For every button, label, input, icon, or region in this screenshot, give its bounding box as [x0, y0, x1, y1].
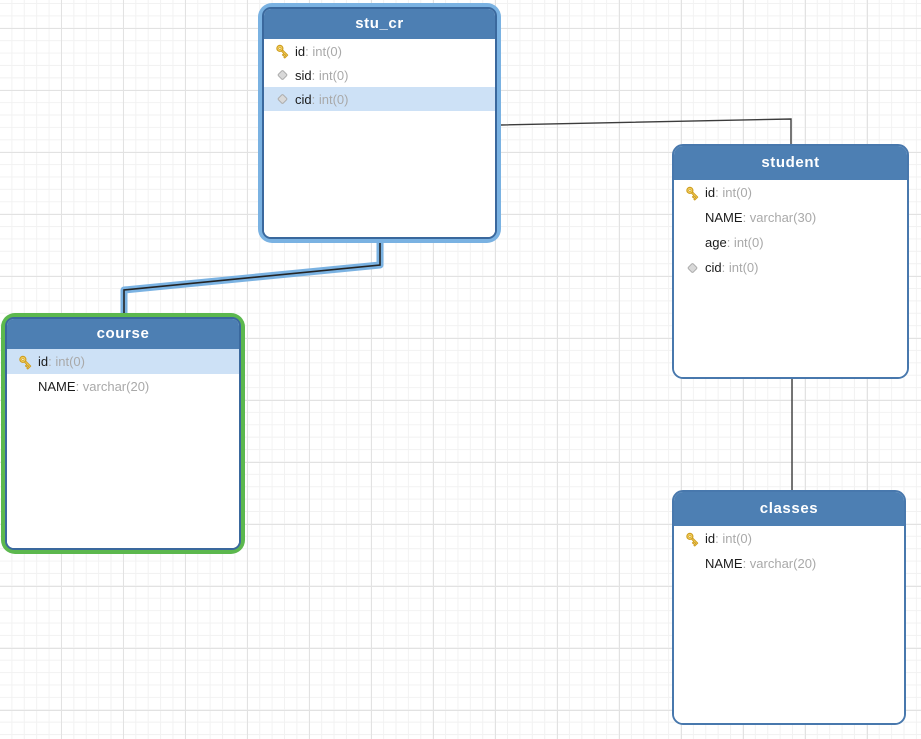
primary-key-icon	[272, 43, 292, 59]
table-title: stu_cr	[355, 15, 404, 32]
primary-key-icon-glyph	[685, 186, 698, 201]
column-name: NAME	[38, 379, 76, 394]
column-name: cid	[295, 91, 312, 107]
icon-spacer	[682, 210, 702, 226]
column-row[interactable]: id : int(0)	[7, 349, 239, 374]
table-stu_cr-header[interactable]: stu_cr	[264, 9, 495, 39]
column-row[interactable]: NAME : varchar(20)	[674, 551, 904, 576]
relationship-stu_cr-student[interactable]	[500, 118, 792, 146]
table-course-header[interactable]: course	[7, 319, 239, 349]
index-diamond-icon	[272, 91, 292, 107]
column-name: id	[705, 531, 716, 546]
table-classes-columns: id : int(0) NAME : varchar(20)	[674, 526, 904, 723]
index-diamond-icon	[682, 260, 702, 276]
index-diamond-icon-glyph	[277, 94, 287, 104]
column-type: : int(0)	[715, 531, 752, 546]
column-row[interactable]: age : int(0)	[674, 230, 907, 255]
primary-key-icon	[682, 185, 702, 201]
column-type: : int(0)	[726, 235, 764, 250]
table-student-header[interactable]: student	[674, 146, 907, 180]
column-type: : varchar(20)	[742, 556, 817, 571]
column-row[interactable]: id : int(0)	[674, 526, 904, 551]
table-student[interactable]: student id : int(0) NAME : varchar(30) a…	[672, 144, 909, 379]
table-classes[interactable]: classes id : int(0) NAME : varchar(20)	[672, 490, 906, 725]
primary-key-icon-glyph	[18, 355, 31, 370]
table-course-columns: id : int(0) NAME : varchar(20)	[7, 349, 239, 548]
index-diamond-icon	[272, 67, 292, 83]
column-name: sid	[295, 67, 312, 83]
column-name: id	[295, 43, 306, 59]
table-title: student	[761, 154, 820, 171]
primary-key-icon	[682, 531, 702, 547]
index-diamond-icon-glyph	[277, 70, 287, 80]
table-stu_cr-columns: id : int(0) sid : int(0) cid : int(0)	[264, 39, 495, 237]
table-classes-frame: classes id : int(0) NAME : varchar(20)	[672, 490, 906, 725]
column-type: : int(0)	[48, 354, 85, 369]
primary-key-icon-glyph	[685, 532, 698, 547]
column-row[interactable]: sid : int(0)	[264, 63, 495, 87]
column-name: cid	[705, 260, 722, 275]
relationship-stu_cr-course-selection-halo	[120, 241, 384, 316]
column-row[interactable]: id : int(0)	[674, 180, 907, 205]
primary-key-icon	[15, 354, 35, 370]
table-stu_cr-frame: stu_cr id : int(0) sid : int(0) cid : in…	[262, 7, 497, 239]
column-type: : int(0)	[715, 185, 752, 200]
relationship-stu_cr-course[interactable]	[123, 241, 381, 316]
table-title: course	[96, 325, 150, 342]
column-row[interactable]: NAME : varchar(30)	[674, 205, 907, 230]
column-type: : int(0)	[305, 43, 342, 59]
column-row[interactable]: cid : int(0)	[264, 87, 495, 111]
index-diamond-icon-glyph	[687, 262, 697, 273]
table-student-frame: student id : int(0) NAME : varchar(30) a…	[672, 144, 909, 379]
icon-spacer	[15, 379, 35, 395]
column-row[interactable]: cid : int(0)	[674, 255, 907, 280]
table-stu_cr[interactable]: stu_cr id : int(0) sid : int(0) cid : in…	[258, 3, 501, 243]
column-row[interactable]: id : int(0)	[264, 39, 495, 63]
column-type: : int(0)	[311, 91, 349, 107]
table-course[interactable]: course id : int(0) NAME : varchar(20)	[1, 313, 245, 554]
icon-spacer	[682, 556, 702, 572]
primary-key-icon-glyph	[275, 44, 288, 59]
table-title: classes	[759, 500, 819, 517]
icon-spacer	[682, 235, 702, 251]
column-type: : varchar(30)	[742, 210, 817, 225]
column-type: : varchar(20)	[75, 379, 150, 394]
column-name: id	[705, 185, 716, 200]
column-type: : int(0)	[311, 67, 349, 83]
table-course-frame: course id : int(0) NAME : varchar(20)	[5, 317, 241, 550]
column-name: NAME	[705, 210, 743, 225]
table-classes-header[interactable]: classes	[674, 492, 904, 526]
table-student-columns: id : int(0) NAME : varchar(30) age : int…	[674, 180, 907, 377]
column-row[interactable]: NAME : varchar(20)	[7, 374, 239, 399]
column-name: id	[38, 354, 49, 369]
column-type: : int(0)	[721, 260, 759, 275]
column-name: NAME	[705, 556, 743, 571]
column-name: age	[705, 235, 727, 250]
